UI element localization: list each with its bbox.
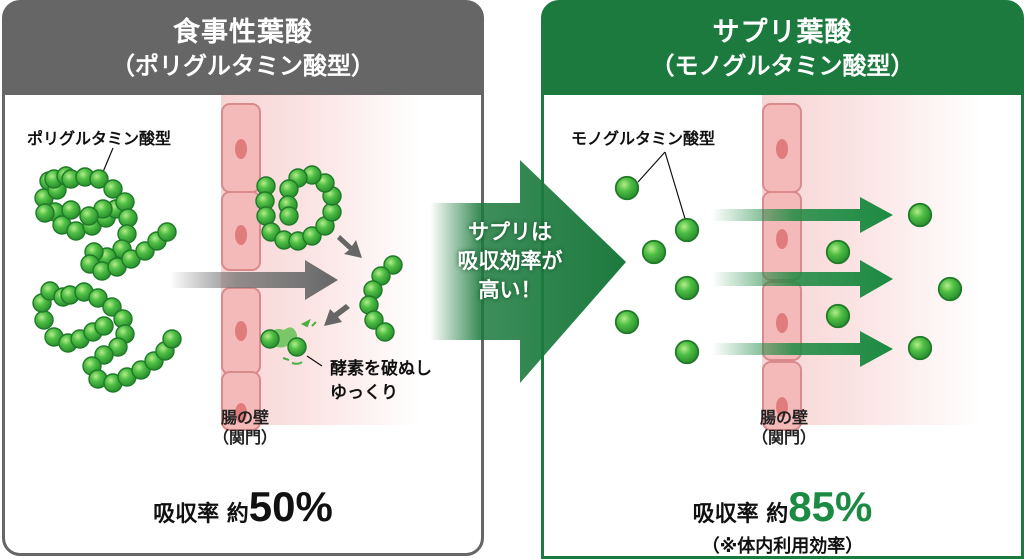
intestinal-cell (221, 287, 261, 375)
absorption-rate-value: 85% (788, 483, 873, 530)
left-panel-subtitle: （ポリグルタミン酸型） (111, 52, 375, 80)
enzyme-fragments (260, 318, 323, 367)
polyglutamate-chain (32, 281, 182, 393)
absorption-rate: 吸収率 約50% (153, 483, 333, 530)
intestinal-cell (762, 103, 802, 193)
absorption-rate: 吸収率 約85% (692, 483, 873, 530)
enzyme-label: 酵素を破ぬし ゆっくり (330, 359, 432, 403)
intestinal-wall-label: 腸の壁 （関門） (751, 408, 816, 447)
short-chain (359, 255, 403, 342)
polyglutamate-label: ポリグルタミン酸型 (27, 129, 172, 148)
monoglutamate-label: モノグルタミン酸型 (571, 129, 716, 148)
intestinal-cell (221, 371, 261, 431)
right-panel-header: サプリ葉酸 （モノグルタミン酸型） (544, 3, 1021, 95)
high-efficiency-arrow (430, 160, 626, 383)
left-panel-body: ポリグルタミン酸型 酵素を破ぬし ゆっくり 腸の壁 （関門） 吸収率 約50% (5, 95, 481, 553)
center-arrow-message: サプリは 吸収効率が 高い！ (457, 220, 563, 302)
label-pointer (637, 151, 666, 183)
fast-absorption-arrow (712, 260, 893, 298)
monoglutamate-molecules (614, 175, 700, 365)
breakdown-arrow (324, 304, 350, 326)
intestinal-wall-label: 腸の壁 （関門） (212, 408, 277, 447)
rate-footnote: （※体内利用効率） (701, 536, 864, 557)
absorption-rate-value: 50% (248, 483, 333, 530)
fast-absorption-arrow (712, 197, 893, 233)
intestinal-cell (762, 191, 802, 281)
polyglutamate-chain-crossing (255, 165, 342, 251)
left-panel-title: 食事性葉酸 (173, 17, 313, 48)
right-panel-title: サプリ葉酸 (712, 17, 853, 48)
slow-absorption-arrow (170, 260, 338, 300)
intestinal-cell (762, 361, 802, 431)
left-panel-header: 食事性葉酸 （ポリグルタミン酸型） (5, 3, 481, 95)
right-panel-subtitle: （モノグルタミン酸型） (650, 52, 915, 80)
fast-absorption-arrow (712, 331, 893, 367)
dietary-folate-panel: 食事性葉酸 （ポリグルタミン酸型） ポリグルタミン酸型 酵素を破ぬし ゆっくり … (2, 0, 484, 556)
intestinal-cell (221, 191, 261, 271)
polyglutamate-chain (34, 166, 177, 281)
label-pointer (664, 151, 687, 223)
breakdown-arrow (337, 235, 362, 258)
label-pointer (102, 147, 114, 173)
